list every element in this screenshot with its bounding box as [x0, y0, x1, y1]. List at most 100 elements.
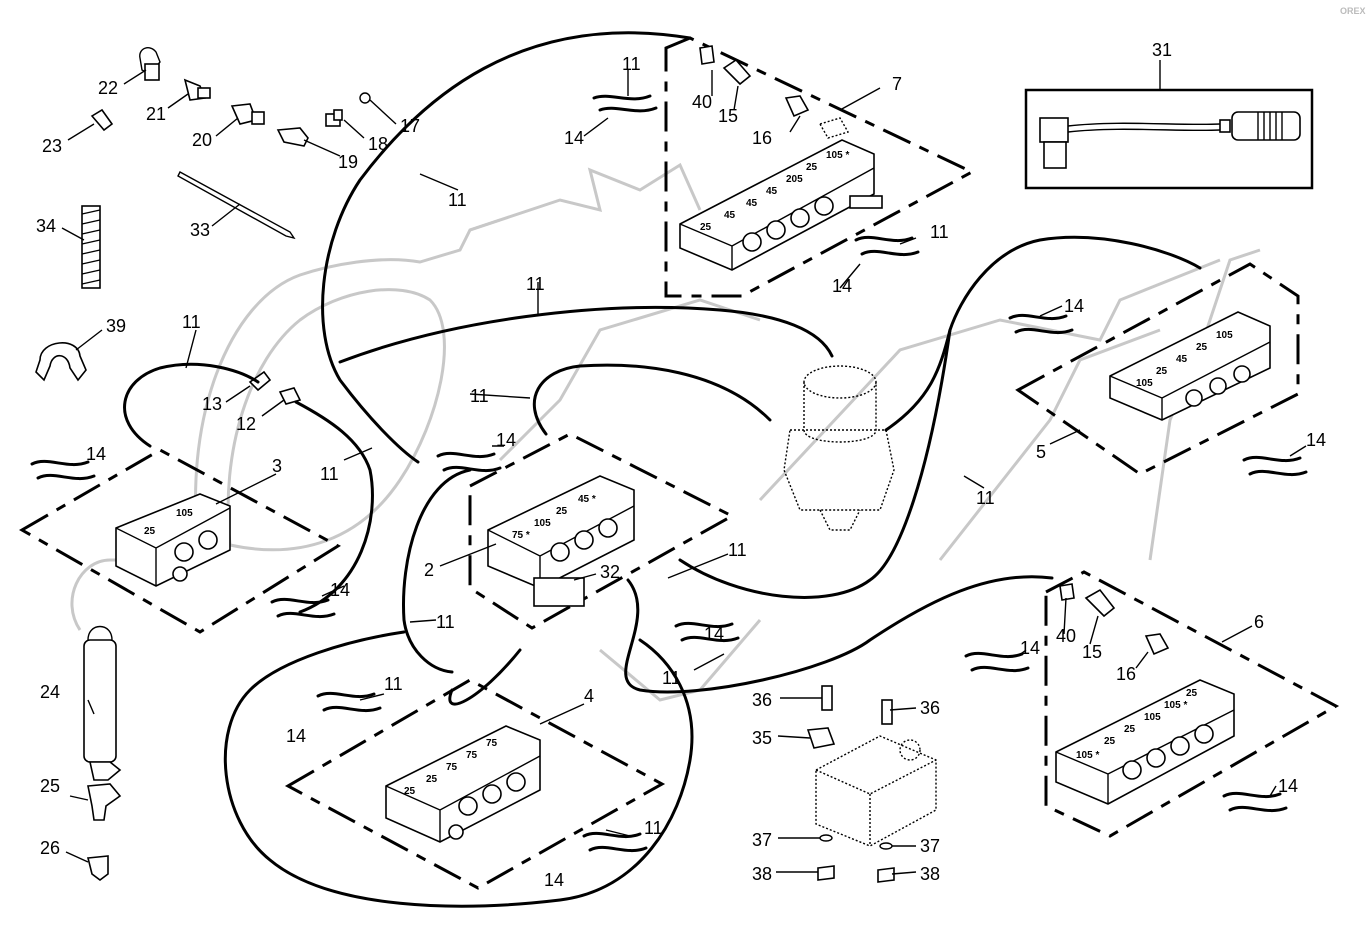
- block-3-label-1: 25: [144, 526, 156, 537]
- block-5-label-4: 25: [1196, 342, 1208, 353]
- callout-15-b: 15: [1082, 642, 1102, 662]
- callout-12: 12: [236, 414, 256, 434]
- block-7-label-5: 205: [786, 174, 803, 185]
- cap-23: [90, 108, 114, 132]
- block-3: 25 105: [115, 493, 231, 587]
- callout-24: 24: [40, 682, 60, 702]
- mounting-block: [815, 735, 937, 847]
- callout-11-i: 11: [644, 818, 663, 838]
- spiral-hose-34: [81, 205, 101, 289]
- leader-lines: [61, 60, 1307, 875]
- callout-20: 20: [192, 130, 212, 150]
- block-7-label-2: 45: [724, 210, 736, 221]
- block-7-label-4: 45: [766, 186, 778, 197]
- callout-38-b: 38: [920, 864, 940, 884]
- callout-6: 6: [1254, 612, 1264, 632]
- callout-37-a: 37: [752, 830, 772, 850]
- block-7-label-1: 25: [700, 222, 712, 233]
- clamp-39: [35, 342, 87, 382]
- block-6-label-2: 25: [1104, 736, 1116, 747]
- callout-15-a: 15: [718, 106, 738, 126]
- callout-11-m: 11: [976, 488, 995, 508]
- block-4-label-5: 75: [486, 738, 498, 749]
- callout-18: 18: [368, 134, 388, 154]
- block-3-label-2: 105: [176, 508, 193, 519]
- callout-17: 17: [400, 116, 420, 136]
- sensor-cable-31: [1039, 111, 1301, 169]
- callout-23: 23: [42, 136, 62, 156]
- block-4-label-2: 25: [426, 774, 438, 785]
- callout-34: 34: [36, 216, 56, 236]
- block-4-label-1: 25: [404, 786, 416, 797]
- block-7-label-6: 25: [806, 162, 818, 173]
- block-7-label-7: 105 *: [826, 150, 849, 161]
- loose-parts: [35, 47, 371, 881]
- callout-11-f: 11: [436, 612, 455, 632]
- frame-2: [468, 432, 736, 630]
- nut-20: [230, 103, 265, 125]
- block-6: 105 * 25 25 105 105 * 25: [1055, 679, 1235, 805]
- callout-11-e: 11: [728, 540, 747, 560]
- callout-14-d: 14: [564, 128, 584, 148]
- fitting-18: [325, 109, 343, 127]
- callout-21: 21: [146, 104, 166, 124]
- callout-22: 22: [98, 78, 118, 98]
- callout-14-k: 14: [1020, 638, 1040, 658]
- block-2-label-1: 75 *: [512, 530, 530, 541]
- block-2-label-4: 45 *: [578, 494, 596, 505]
- central-pump: [783, 365, 895, 531]
- callout-11-l: 11: [930, 222, 949, 242]
- callout-36-b: 36: [920, 698, 940, 718]
- block-6-label-6: 25: [1186, 688, 1198, 699]
- block-4-label-4: 75: [466, 750, 478, 761]
- block-7: 25 45 45 45 205 25 105 *: [679, 139, 883, 271]
- callout-35: 35: [752, 728, 772, 748]
- hoses: [123, 31, 1202, 908]
- callout-14-e: 14: [704, 624, 724, 644]
- callout-5: 5: [1036, 442, 1046, 462]
- callout-11-c: 11: [470, 386, 489, 406]
- block-4: 25 25 75 75 75: [385, 725, 541, 843]
- callout-11-a: 11: [182, 312, 201, 332]
- callout-31: 31: [1152, 40, 1172, 60]
- block-4-label-3: 75: [446, 762, 458, 773]
- hose-breaks: [30, 94, 1308, 853]
- callouts: 22 21 23 20 19 18 17 33 34 39 11 13 12 1…: [36, 40, 1326, 890]
- callout-2: 2: [424, 560, 434, 580]
- frame-4: [284, 678, 666, 890]
- block-5-label-1: 105: [1136, 378, 1153, 389]
- group-frames: [18, 36, 1340, 890]
- watermark-text: OREX: [1340, 6, 1366, 16]
- cable-tie-33: [177, 171, 296, 240]
- callout-14-i: 14: [1064, 296, 1084, 316]
- callout-3: 3: [272, 456, 282, 476]
- bolts: [806, 685, 895, 883]
- callout-25: 25: [40, 776, 60, 796]
- callout-11-j: 11: [622, 54, 641, 74]
- block-5-label-2: 25: [1156, 366, 1168, 377]
- coupler-25: [87, 783, 122, 821]
- block-5: 105 25 45 25 105: [1109, 311, 1271, 421]
- block-6-label-5: 105 *: [1164, 700, 1187, 711]
- callout-40-a: 40: [692, 92, 712, 112]
- callout-40-b: 40: [1056, 626, 1076, 646]
- block-6-label-3: 25: [1124, 724, 1136, 735]
- callout-14-c: 14: [496, 430, 516, 450]
- callout-11-b: 11: [320, 464, 339, 484]
- grease-cartridge-24: [83, 625, 122, 781]
- callout-26: 26: [40, 838, 60, 858]
- callout-11-k: 11: [448, 190, 467, 210]
- callout-37-b: 37: [920, 836, 940, 856]
- o-ring-17: [359, 92, 371, 104]
- block-6-label-1: 105 *: [1076, 750, 1099, 761]
- frame-31: [1024, 88, 1314, 190]
- callout-14-f: 14: [286, 726, 306, 746]
- callout-39: 39: [106, 316, 126, 336]
- block-2-label-3: 25: [556, 506, 568, 517]
- block-2-label-2: 105: [534, 518, 551, 529]
- fittings-top: [699, 45, 1170, 656]
- callout-16-b: 16: [1116, 664, 1136, 684]
- callout-11-h: 11: [384, 674, 403, 694]
- callout-14-l: 14: [1278, 776, 1298, 796]
